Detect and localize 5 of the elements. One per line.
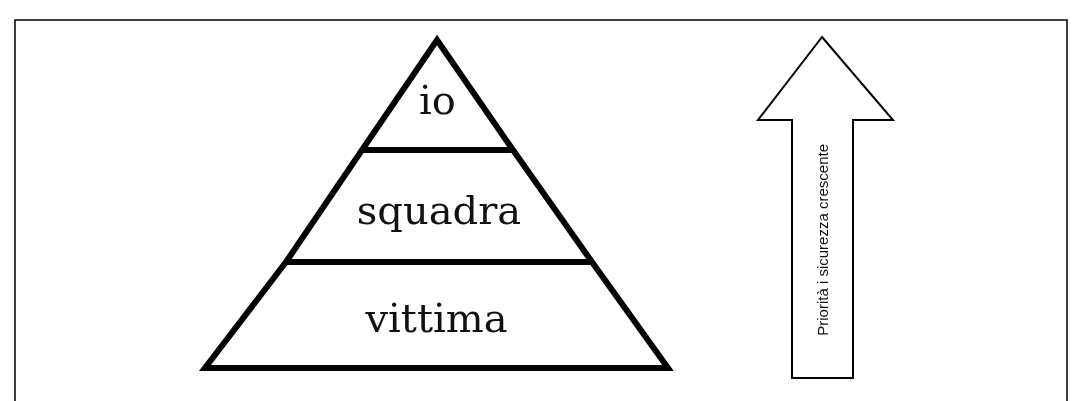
tier-label: squadra <box>356 190 522 230</box>
tier-label: io <box>419 80 456 120</box>
arrow-label: Priorità i sicurezza crescente <box>814 144 830 336</box>
tier-label: vittima <box>365 298 508 338</box>
block-arrow <box>754 33 897 382</box>
